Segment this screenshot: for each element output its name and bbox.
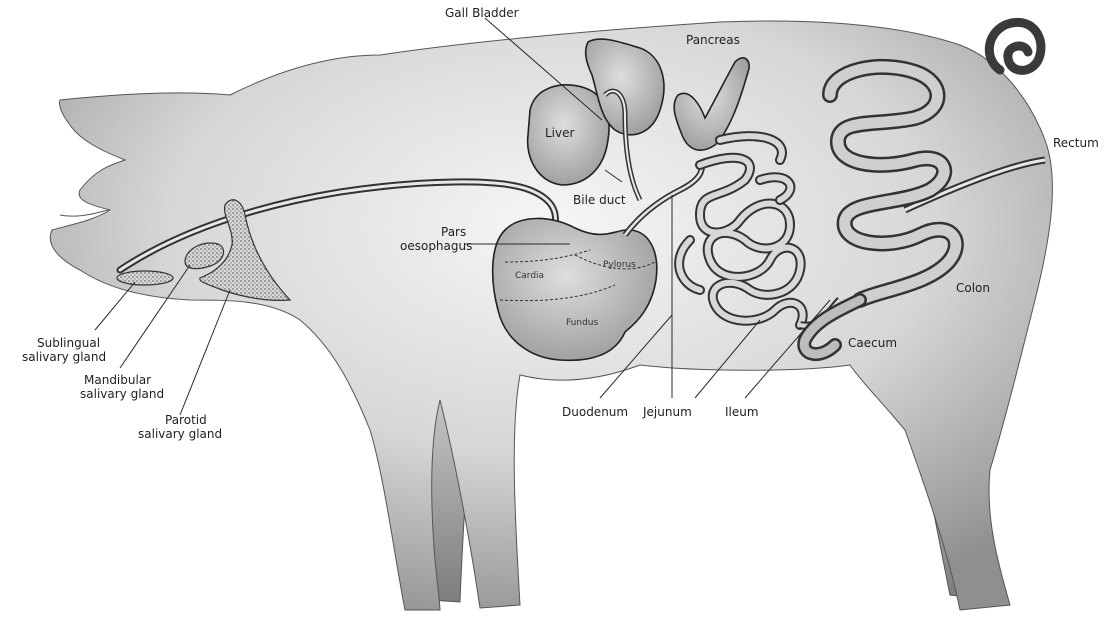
tail-icon (989, 22, 1041, 70)
label-oesophagus: oesophagus (400, 239, 472, 253)
label-pars: Pars (441, 225, 466, 239)
label-liver: Liver (545, 126, 575, 140)
label-rectum: Rectum (1053, 136, 1099, 150)
label-mandibular-1: Mandibular (84, 373, 151, 387)
label-cardia: Cardia (515, 271, 544, 281)
label-duodenum: Duodenum (562, 405, 628, 419)
label-sublingual-1: Sublingual (37, 336, 100, 350)
label-parotid-2: salivary gland (138, 427, 222, 441)
label-fundus: Fundus (566, 318, 599, 328)
label-bile-duct: Bile duct (573, 193, 626, 207)
label-gall-bladder: Gall Bladder (445, 6, 519, 20)
label-ileum: Ileum (725, 405, 759, 419)
label-sublingual-2: salivary gland (22, 350, 106, 364)
label-pylorus: Pylorus (603, 260, 636, 270)
label-caecum: Caecum (848, 336, 897, 350)
label-parotid-1: Parotid (165, 413, 207, 427)
label-colon: Colon (956, 281, 990, 295)
label-jejunum: Jejunum (642, 405, 692, 419)
label-pancreas: Pancreas (686, 33, 740, 47)
sublingual-gland (117, 271, 173, 285)
label-mandibular-2: salivary gland (80, 387, 164, 401)
